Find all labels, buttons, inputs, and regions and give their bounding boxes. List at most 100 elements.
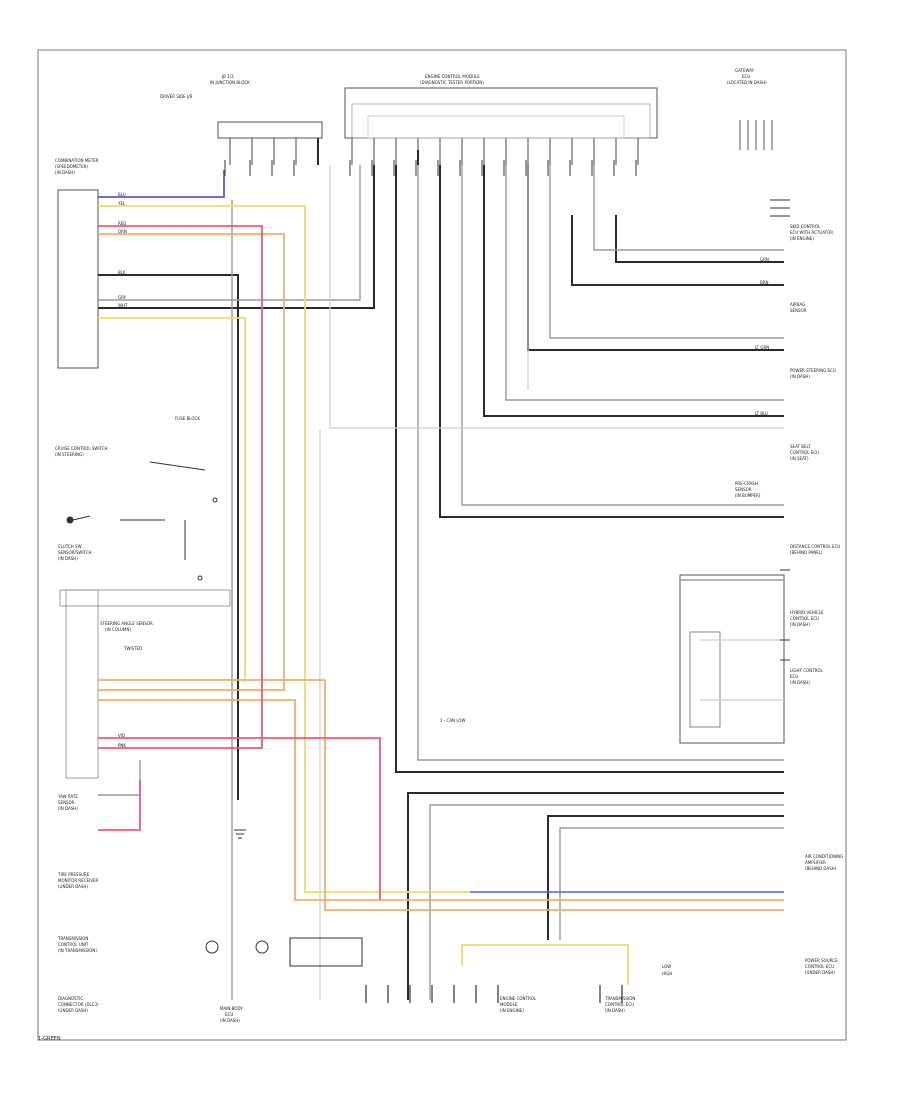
air-cond-loc: (BEHIND DASH) [805,866,837,871]
wire-label-pnk: PNK [118,743,126,748]
wire-label-wht: WHT [118,303,128,308]
wire-label-yel: YEL [117,201,126,206]
wire-abbrev-labels: BLU YEL RED ORN BLK GRY WHT PNK VIO GRN … [117,192,769,748]
engine-ctrl-label: ENGINE CONTROL [500,996,537,1001]
wire-label-red: RED [118,221,126,226]
light-control-loc: (IN DASH) [790,680,810,685]
seat-belt-sub: CONTROL ECU [790,450,819,455]
light-control-sub: ECU [790,674,798,679]
transmission-ctrl-sub: CONTROL ECU [605,1002,634,1007]
air-cond-label: AIR CONDITIONING [805,854,843,859]
wire-label-blk: BLK [118,270,126,275]
wire-label-blu: BLU [118,192,126,197]
right-connector-frame-1 [679,574,785,744]
gray-wires [98,165,784,1000]
power-steering-label: POWER STEERING ECU [790,368,836,373]
right-labels: SKID CONTROL ECU WITH ACTUATOR (IN ENGIN… [735,224,843,975]
transmission-ctrl-loc: (IN DASH) [605,1008,625,1013]
airbag-label: AIRBAG [790,302,805,307]
combination-meter-loc: (IN DASH) [55,170,75,175]
driver-side-jb-label: DRIVER SIDE J/B [160,94,192,99]
left-sensor-connector [65,589,99,779]
wire-label-vio: VIO [118,733,125,738]
skid-control-sub: ECU WITH ACTUATOR [790,230,833,235]
jb-connector-block [217,121,323,139]
cruise-switch-loc: (IN STEERING) [55,452,84,457]
power-source-label: POWER SOURCE [805,958,838,963]
right-connector-frame-2 [689,631,721,728]
yellow-wires [98,205,629,985]
gateway-sub-label: ECU [742,74,750,79]
black-wires [98,138,784,1000]
yaw-rate-label: YAW RATE [57,794,78,799]
diagnostic-sub: CONNECTOR (DLC3) [58,1002,99,1007]
top-labels: JB 1/2 IN JUNCTION BLOCK DRIVER SIDE J/B… [160,68,767,99]
wire-label-orn: ORN [118,229,127,234]
pink-wires [98,225,381,900]
tire-pressure-label: TIRE PRESSURE [57,872,90,877]
main-body-label: MAIN BODY [220,1006,243,1011]
orange-wires [98,233,784,911]
hybrid-sub: CONTROL ECU [790,616,819,621]
combination-meter-connector [57,189,99,369]
transmission-sub: CONTROL UNIT [58,942,89,947]
gateway-pins [739,120,773,150]
distance-loc: (BEHIND PANEL) [790,550,823,555]
transmission-ctrl-label: TRANSMISSION [604,996,635,1001]
wire-label-gry: GRY [118,295,127,300]
jb-sub-label: IN JUNCTION BLOCK [210,80,250,85]
tire-pressure-sub: MONITOR RECEIVER [58,878,98,883]
main-body-loc: (IN DASH) [220,1018,240,1023]
center-note: 1 - CAN LOW [440,718,466,723]
gateway-loc-label: (LOCATED IN DASH) [727,80,767,85]
footer-code: 1-GREEN [38,1036,61,1042]
engine-control-inner-1 [351,103,651,139]
light-control-label: LIGHT CONTROL [790,668,824,673]
engine-control-connector-block [344,87,658,139]
clutch-sub: SENSOR/SWITCH [58,550,92,555]
low-label: LOW [662,964,671,969]
jb-label: JB 1/2 [221,74,234,79]
transmission-label: TRANSMISSION [57,936,88,941]
pre-crash-loc: (IN BUMPER) [735,493,761,498]
fuse-block-label: FUSE BLOCK [175,416,200,421]
blue-wire [98,170,225,198]
power-source-loc: (UNDER DASH) [805,970,835,975]
power-source-sub: CONTROL ECU [805,964,834,969]
clutch-label: CLUTCH SW [58,544,82,549]
ground-symbols [205,829,363,967]
bottom-labels: MAIN BODY ECU (IN DASH) ENGINE CONTROL M… [220,718,672,1023]
gateway-label: GATEWAY [735,68,755,73]
cruise-switch-label: CRUISE CONTROL SWITCH [55,446,108,451]
steering-angle-loc: (IN COLUMN) [105,627,131,632]
skid-control-loc: (IN ENGINE) [790,236,814,241]
diagnostic-label: DIAGNOSTIC [58,996,83,1001]
yaw-rate-sub: SENSOR [58,800,75,805]
engine-control-label: ENGINE CONTROL MODULE [425,74,480,79]
engine-control-sub-label: (DIAGNOSTIC TESTER PORTION) [420,80,484,85]
clutch-loc: (IN DASH) [58,556,78,561]
high-label: HIGH [662,971,672,976]
seat-belt-label: SEAT BELT [790,444,811,449]
power-steering-loc: (IN DASH) [790,374,810,379]
engine-control-inner-2 [367,115,625,139]
diagnostic-loc: (UNDER DASH) [58,1008,88,1013]
yaw-rate-loc: (IN DASH) [58,806,78,811]
diagram-border [37,49,847,1041]
combination-meter-label: COMBINATION METER [55,158,99,163]
top-connector-blocks [217,87,773,165]
pre-crash-label: PRE-CRASH [735,481,758,486]
cruise-switch-component [66,461,218,581]
wire-label-ltgrn: LT GRN [755,345,769,350]
tire-pressure-loc: (UNDER DASH) [58,884,88,889]
wire-label-ltblu: LT BLU [755,411,768,416]
light-wires [319,165,784,1000]
wire-label-grn: GRN [760,257,769,262]
airbag-sub: SENSOR [790,308,807,313]
steering-sensor-box [59,589,231,607]
hybrid-loc: (IN DASH) [790,622,810,627]
combination-meter-sub: (SPEEDOMETER) [55,164,89,169]
connector-ticks [224,160,790,661]
engine-ctrl-sub: MODULE [500,1002,518,1007]
pre-crash-sub: SENSOR [735,487,752,492]
